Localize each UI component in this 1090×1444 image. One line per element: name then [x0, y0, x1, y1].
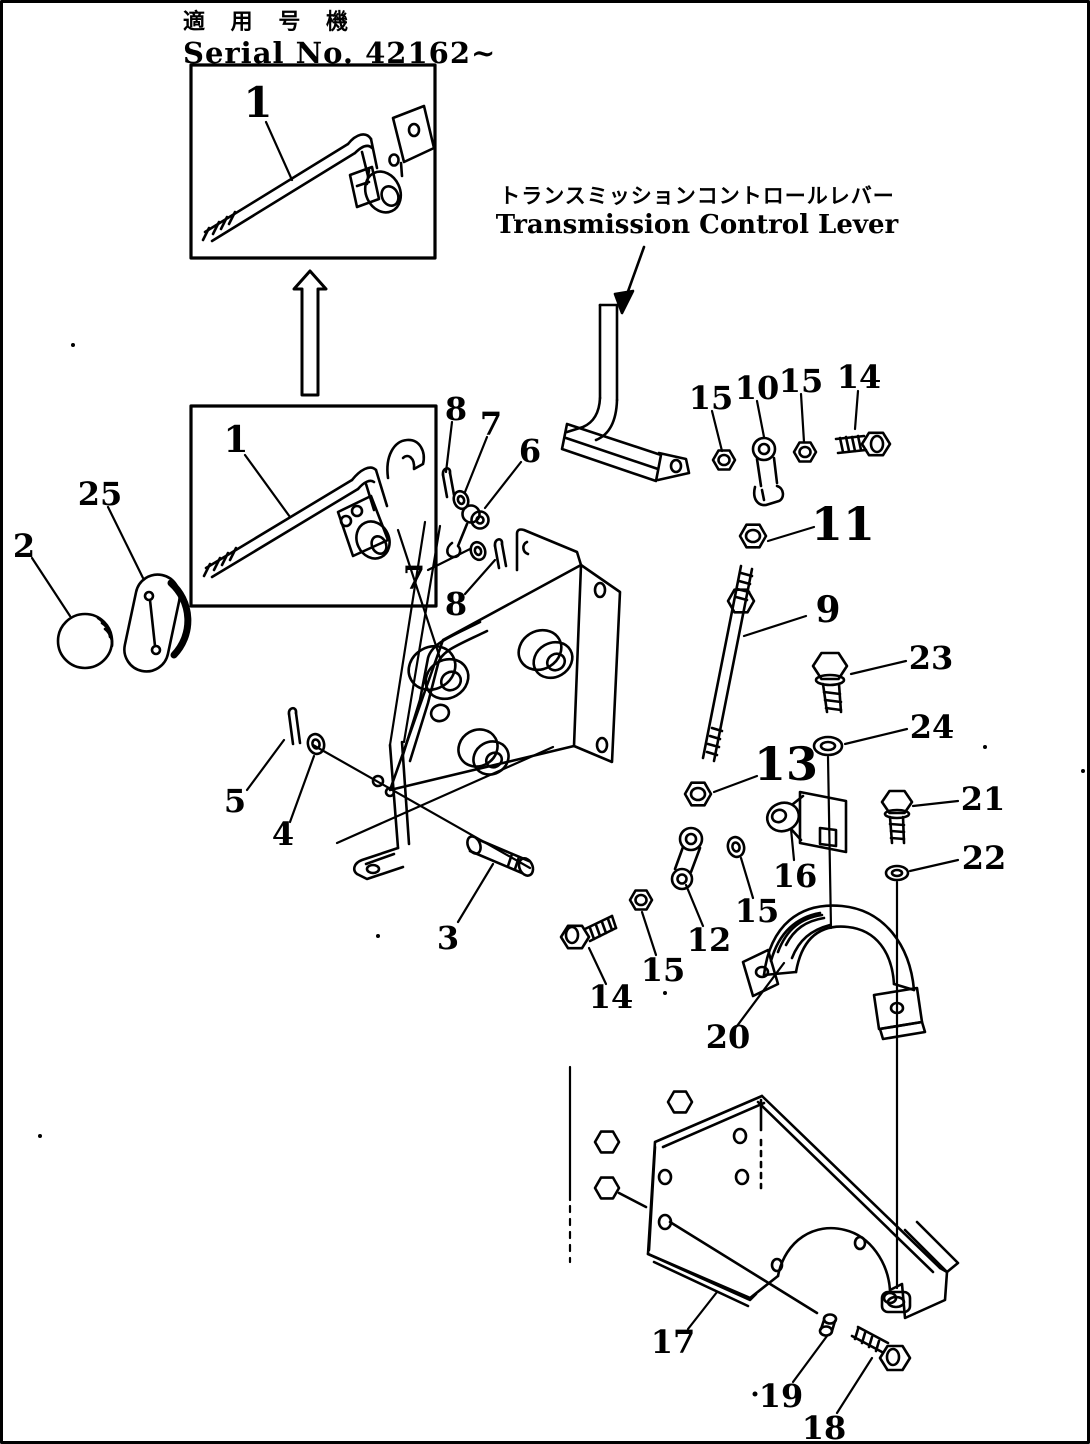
part-label-14: 14	[588, 978, 634, 1016]
part-4-washer	[306, 732, 326, 756]
part-label-16: 16	[772, 857, 818, 895]
part-label-2: 2	[12, 527, 36, 565]
assembly-guide-lines	[568, 755, 899, 1290]
lever-callout-en: Transmission Control Lever	[495, 210, 899, 240]
part-9-rod	[701, 564, 756, 763]
part-label-10: 10	[734, 369, 780, 407]
part-label-1: 1	[223, 419, 249, 461]
part-24-washer	[812, 735, 844, 757]
part-22-washer	[884, 864, 910, 882]
serial-number: Serial No. 42162~	[183, 36, 497, 70]
up-arrow-icon	[292, 269, 328, 397]
part-label-21: 21	[960, 780, 1006, 818]
part-label-22: 22	[961, 839, 1007, 877]
top-detail-box	[189, 63, 437, 260]
part-21-bolt	[880, 789, 914, 845]
part-label-7: 7	[479, 405, 503, 443]
leader-lines	[30, 120, 960, 1415]
part-7-washer-b	[469, 540, 487, 562]
part-label-15: 15	[734, 892, 780, 930]
part-label-15: 15	[640, 951, 686, 989]
part-15-nut-d	[628, 889, 654, 911]
part-10-clevis	[751, 436, 785, 507]
part-label-8: 8	[444, 390, 468, 428]
part-20-cover	[741, 904, 927, 1041]
transmission-control-lever-drawing	[560, 303, 691, 483]
part-23-bolt	[811, 651, 849, 714]
scan-specks	[38, 343, 1085, 1397]
part-label-11: 11	[810, 497, 876, 551]
part-label-5: 5	[223, 782, 247, 820]
part-15-nut-b	[792, 441, 818, 463]
part-label-3: 3	[436, 919, 460, 957]
serial-header: 適 用 号 機 Serial No. 42162~	[183, 4, 496, 70]
part-label-8: 8	[444, 585, 468, 623]
part-3-pin	[466, 835, 535, 877]
part-18-bolt	[850, 1325, 912, 1372]
part-label-15: 15	[778, 362, 824, 400]
part-label-12: 12	[686, 921, 732, 959]
part-label-4: 4	[271, 815, 295, 853]
part-label-19: 19	[758, 1377, 804, 1415]
part-14-bolt-a	[834, 431, 892, 457]
lower-detail-box	[189, 404, 438, 608]
part-2-cap	[56, 612, 114, 670]
part-label-1: 1	[243, 78, 273, 127]
part-label-18: 18	[801, 1409, 847, 1444]
lever-callout-jp: トランスミッションコントロールレバー	[499, 183, 895, 208]
part-17-bracket	[593, 1090, 960, 1320]
part-label-7: 7	[402, 559, 426, 597]
part-8-cotter-b	[493, 538, 508, 570]
part-label-15: 15	[688, 379, 734, 417]
part-12-clevis	[670, 826, 704, 891]
callout-arrow	[613, 245, 646, 315]
mounting-plate	[352, 528, 622, 881]
serial-header-jp: 適 用 号 機	[183, 9, 357, 35]
part-13-nut	[683, 781, 713, 807]
part-label-13: 13	[753, 737, 819, 791]
part-11-nut	[738, 523, 768, 549]
part-label-25: 25	[77, 475, 123, 513]
lever-callout: トランスミッションコントロールレバー Transmission Control …	[452, 180, 942, 240]
part-16-bracket	[765, 790, 848, 854]
part-label-14: 14	[836, 358, 882, 396]
part-label-20: 20	[705, 1018, 751, 1056]
part-14-bolt-b	[559, 914, 618, 950]
part-label-6: 6	[518, 432, 542, 470]
part-15-nut-a	[711, 449, 737, 471]
part-label-24: 24	[909, 708, 955, 746]
part-label-23: 23	[908, 639, 954, 677]
part-25-plate	[123, 573, 192, 673]
part-19-pin	[818, 1313, 838, 1337]
part-label-17: 17	[650, 1323, 696, 1361]
part-15-washer-c	[726, 835, 746, 859]
part-5-cotter-pin	[287, 706, 302, 746]
part-label-9: 9	[815, 589, 841, 631]
